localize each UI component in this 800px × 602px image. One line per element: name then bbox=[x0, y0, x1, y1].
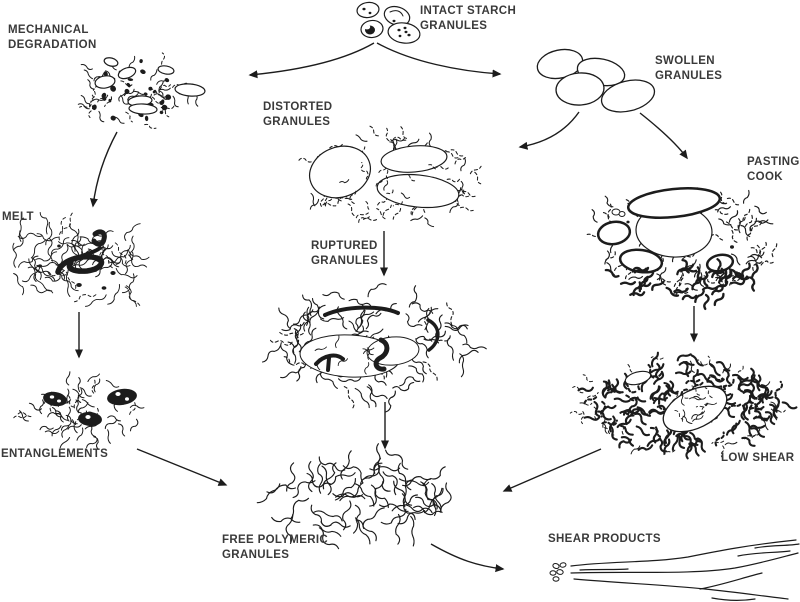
label-distorted-granules: DISTORTED GRANULES bbox=[263, 101, 333, 128]
swollen-granules-illustration bbox=[536, 48, 656, 113]
distorted-granules-illustration bbox=[298, 125, 482, 228]
label-free-polymeric-granules: FREE POLYMERIC GRANULES bbox=[222, 534, 329, 561]
label-ruptured-granules: RUPTURED GRANULES bbox=[311, 240, 379, 267]
mechanical-degradation-illustration bbox=[77, 52, 206, 129]
arrow-free-polymeric-granules-to-shear-products bbox=[430, 543, 505, 573]
label-mechanical-degradation: MECHANICAL DEGRADATION bbox=[8, 24, 97, 51]
free-polymeric-granules-illustration bbox=[256, 443, 452, 550]
label-entanglements: ENTANGLEMENTS bbox=[1, 448, 109, 460]
label-low-shear: LOW SHEAR bbox=[721, 452, 795, 464]
label-swollen-granules: SWOLLEN GRANULES bbox=[655, 55, 723, 82]
ruptured-granules-illustration bbox=[261, 283, 487, 413]
flow-arrows bbox=[75, 42, 698, 573]
shear-products-illustration bbox=[549, 539, 800, 601]
intact-starch-granules-illustration bbox=[356, 1, 421, 44]
label-melt: MELT bbox=[2, 211, 34, 223]
pasting-cook-illustration bbox=[585, 187, 778, 311]
arrow-swollen-granules-to-distorted-granules bbox=[518, 111, 580, 150]
label-intact-starch-granules: INTACT STARCH GRANULES bbox=[420, 5, 517, 32]
melt-illustration bbox=[12, 212, 150, 307]
arrow-entanglements-to-free-polymeric-granules bbox=[136, 448, 228, 486]
arrow-mechanical-degradation-to-melt bbox=[89, 131, 118, 208]
arrow-low-shear-to-free-polymeric-granules bbox=[502, 448, 602, 492]
arrow-swollen-granules-to-pasting-cook bbox=[639, 112, 688, 160]
low-shear-illustration bbox=[569, 351, 798, 460]
label-pasting-cook: PASTING COOK bbox=[747, 156, 800, 183]
entanglements-illustration bbox=[12, 371, 145, 450]
label-shear-products: SHEAR PRODUCTS bbox=[548, 533, 661, 545]
arrow-intact-starch-granules-to-mechanical-degradation bbox=[248, 42, 375, 79]
arrow-intact-starch-granules-to-swollen-granules bbox=[376, 42, 502, 78]
